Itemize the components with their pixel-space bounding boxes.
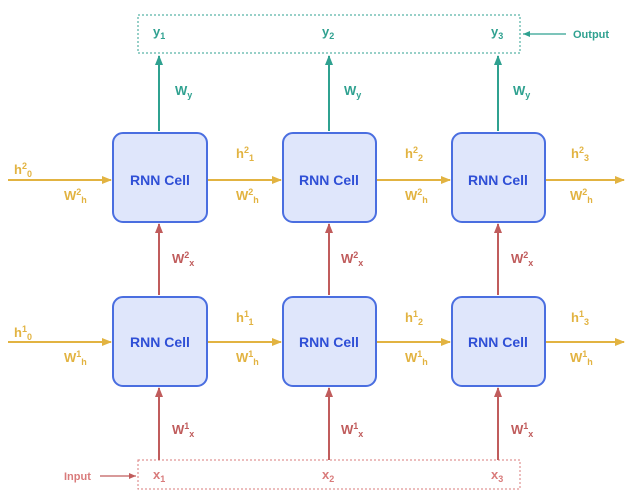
rnn-cell-l1-t1: RNN Cell <box>112 296 208 387</box>
w2h-label-1: W2h <box>236 187 259 205</box>
h1-3-label: h13 <box>571 309 589 327</box>
w1x-label-3: W1x <box>511 421 533 439</box>
rnn-cell-l2-t3: RNN Cell <box>451 132 546 223</box>
h2-0-label: h20 <box>14 161 32 179</box>
rnn-cell-l1-t3: RNN Cell <box>451 296 546 387</box>
w2h-label-2: W2h <box>405 187 428 205</box>
h2-1-label: h21 <box>236 145 254 163</box>
h1-2-label: h12 <box>405 309 423 327</box>
w1h-label-0: W1h <box>64 349 87 367</box>
output-y3: y3 <box>491 24 503 41</box>
w2h-label-3: W2h <box>570 187 593 205</box>
wy-label-3: Wy <box>513 83 530 100</box>
w1h-label-1: W1h <box>236 349 259 367</box>
rnn-cell-l2-t2: RNN Cell <box>282 132 377 223</box>
output-label: Output <box>573 29 609 41</box>
output-y1: y1 <box>153 24 165 41</box>
output-y2: y2 <box>322 24 334 41</box>
w1h-label-2: W1h <box>405 349 428 367</box>
w2x-label-3: W2x <box>511 250 533 268</box>
rnn-cell-l1-t2: RNN Cell <box>282 296 377 387</box>
input-x1: x1 <box>153 467 165 484</box>
w1h-label-3: W1h <box>570 349 593 367</box>
rnn-cell-l2-t1: RNN Cell <box>112 132 208 223</box>
w1x-label-2: W1x <box>341 421 363 439</box>
svg-text:RNN Cell: RNN Cell <box>468 334 528 350</box>
svg-text:RNN Cell: RNN Cell <box>130 172 190 188</box>
input-x3: x3 <box>491 467 503 484</box>
svg-text:RNN Cell: RNN Cell <box>468 172 528 188</box>
svg-text:RNN Cell: RNN Cell <box>299 334 359 350</box>
wy-label-2: Wy <box>344 83 361 100</box>
h1-0-label: h10 <box>14 324 32 342</box>
w2x-label-1: W2x <box>172 250 194 268</box>
h1-1-label: h11 <box>236 309 253 327</box>
wy-label-1: Wy <box>175 83 192 100</box>
h2-3-label: h23 <box>571 145 589 163</box>
w1x-label-1: W1x <box>172 421 194 439</box>
svg-text:RNN Cell: RNN Cell <box>130 334 190 350</box>
h2-2-label: h22 <box>405 145 423 163</box>
output-box <box>137 14 521 54</box>
input-x2: x2 <box>322 467 334 484</box>
svg-text:RNN Cell: RNN Cell <box>299 172 359 188</box>
input-box <box>137 459 521 490</box>
w2h-label-0: W2h <box>64 187 87 205</box>
w2x-label-2: W2x <box>341 250 363 268</box>
input-label: Input <box>64 471 91 483</box>
